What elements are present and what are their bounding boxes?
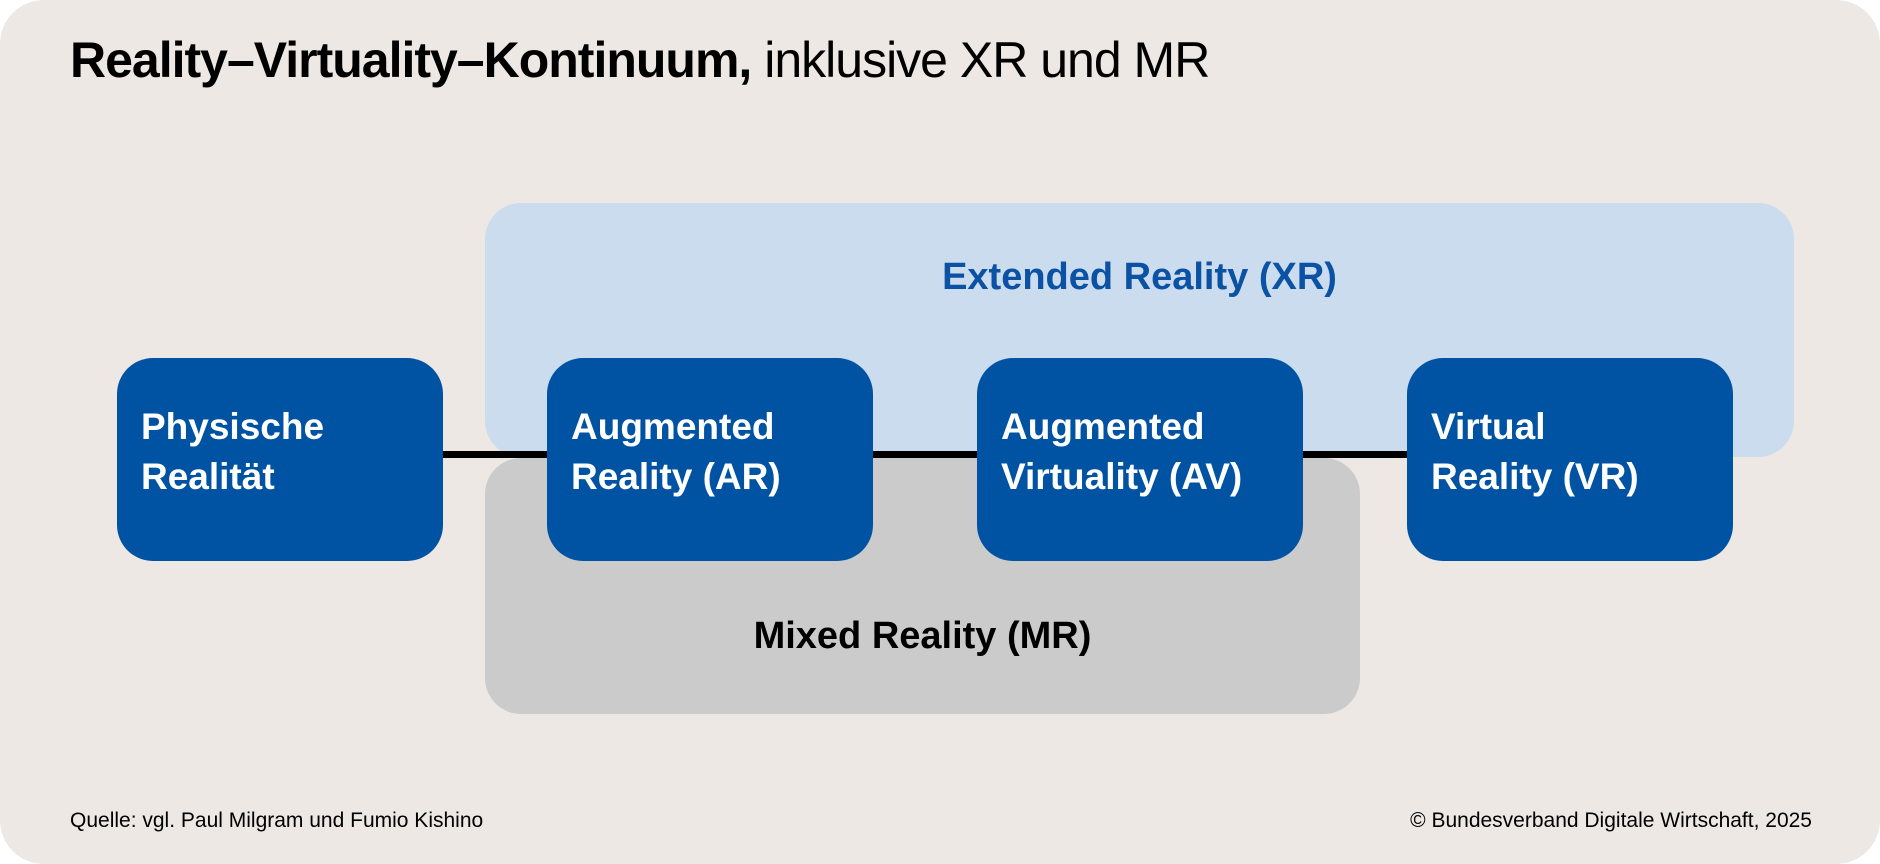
source-note: Quelle: vgl. Paul Milgram und Fumio Kish… — [70, 809, 484, 832]
stage-label-line1: Physische — [141, 406, 325, 447]
stage-label-line1: Augmented — [571, 406, 775, 447]
copyright-note: © Bundesverband Digitale Wirtschaft, 202… — [1410, 809, 1812, 832]
stage-label-line2: Reality (VR) — [1431, 456, 1639, 497]
stage-virtual-reality: Virtual Reality (VR) — [1407, 358, 1733, 561]
extended-reality-label: Extended Reality (XR) — [942, 256, 1337, 298]
stage-physical-reality: Physische Realität — [117, 358, 443, 561]
title-bold: Reality–Virtuality–Kontinuum, — [70, 32, 752, 88]
mixed-reality-label: Mixed Reality (MR) — [753, 615, 1092, 657]
stage-label-line2: Realität — [141, 456, 275, 497]
title-light: inklusive XR und MR — [764, 32, 1210, 88]
continuum-line — [440, 451, 1440, 458]
stage-label-line1: Augmented — [1001, 406, 1205, 447]
stage-label-line2: Virtuality (AV) — [1001, 456, 1243, 497]
stage-augmented-virtuality: Augmented Virtuality (AV) — [977, 358, 1303, 561]
stage-augmented-reality: Augmented Reality (AR) — [547, 358, 873, 561]
stage-label-line1: Virtual — [1431, 406, 1546, 447]
stage-label-line2: Reality (AR) — [571, 456, 781, 497]
page-title: Reality–Virtuality–Kontinuum, inklusive … — [70, 30, 1210, 90]
